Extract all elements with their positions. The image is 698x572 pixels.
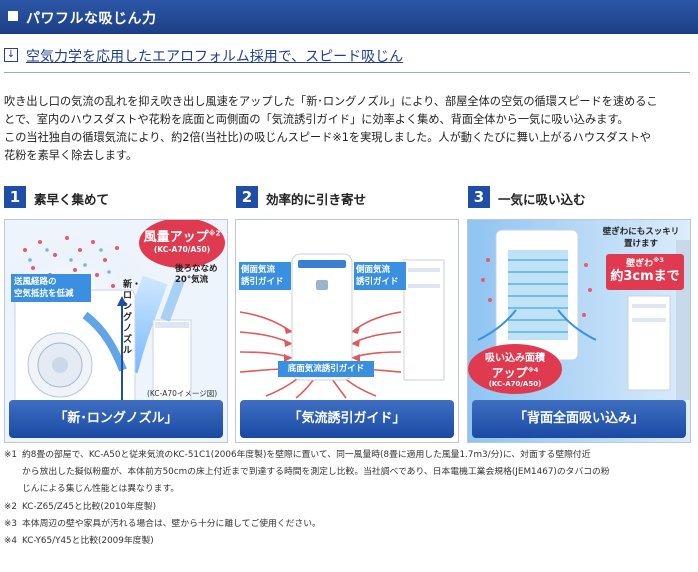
footnote-key: ※2: [4, 501, 17, 512]
caption-back-intake: 「背面全面吸い込み」: [472, 400, 686, 438]
purifier-side-view: [152, 278, 192, 416]
wall-gap-callout: 壁ぎわ※3 約3cmまで: [606, 254, 684, 290]
feature-subheading: ↓ 空気力学を応用したエアロフォルム採用で、スピード吸じん: [4, 46, 690, 73]
caption-long-nozzle: 「新･ロングノズル」: [9, 400, 223, 438]
intake-particles: [481, 258, 592, 317]
intake-badge-subtitle: アップ※4: [491, 366, 539, 380]
feature-subheading-link[interactable]: 空気力学を応用したエアロフォルム採用で、スピード吸じん: [26, 49, 404, 65]
badge-title: 風量アップ※2: [143, 229, 221, 245]
section-header: パワフルな吸じん力: [0, 0, 698, 34]
wall-gap-label: 壁ぎわ※3: [626, 256, 664, 269]
image-note: (KC-A70イメージ図): [147, 389, 218, 398]
intake-badge-footnote-mark: ※4: [527, 366, 539, 374]
description-line: とで、室内のハウスダストや花粉を底面と両側面の「気流誘引ガイド」に効率よく集め、…: [4, 113, 629, 126]
wall-note: 壁ぎわにもスッキリ 置けます: [602, 227, 680, 249]
bottom-guide-label: 底面気流誘引ガイド: [278, 361, 374, 377]
panel-airflow-guide: 側面気流 誘引ガイド 側面気流 誘引ガイド 底面気流誘引ガイド 「気流誘引ガイド…: [235, 219, 459, 443]
side-guide-right-label: 側面気流 誘引ガイド: [354, 262, 406, 290]
footnote-line: じんによる集じん性能とは異なります。: [22, 484, 180, 495]
footnote-3: ※3 本体周辺の壁や家具が汚れる場合は、壁から十分に離してご使用ください。: [4, 516, 694, 533]
footnote-line: 約8畳の部屋で、KC-A50と従来気流のKC-51C1(2006年度製)を壁際に…: [22, 450, 591, 460]
footnote-key: ※3: [4, 518, 17, 529]
arrow-down-icon: ↓: [4, 48, 18, 62]
wall-gap-footnote-mark: ※3: [653, 256, 664, 264]
footnote-line: 本体周辺の壁や家具が汚れる場合は、壁から十分に離してご使用ください。: [22, 518, 321, 529]
panel-long-nozzle: 風量アップ※2 (KC-A70/A50) 後ろななめ 20°気流 送風経路の 空…: [4, 219, 228, 443]
badge-model: (KC-A70/A50): [153, 245, 211, 254]
footnote-line: から放出した擬似粉塵が、本体前方50cmの床上付近まで到達する時間を測定し比較。…: [22, 467, 610, 478]
footnote-2: ※2 KC-Z65/Z45と比較(2010年度製): [4, 499, 694, 516]
panel-back-intake: 壁ぎわにもスッキリ 置けます 壁ぎわ※3 約3cmまで 吸い込み面積 アップ※4…: [467, 219, 691, 443]
footnotes: ※1 約8畳の部屋で、KC-A50と従来気流のKC-51C1(2006年度製)を…: [4, 447, 694, 550]
purifier-cutaway: [14, 289, 136, 421]
wall-gap-distance: 約3cmまで: [610, 269, 680, 284]
side-guide-left-label: 側面気流 誘引ガイド: [239, 262, 291, 290]
description-line: この当社独自の循環気流により、約2倍(当社比)の吸じんスピード※1を実現しました…: [4, 131, 651, 144]
purifier-side-view: [403, 259, 445, 381]
footnote-line: KC-Z65/Z45と比較(2010年度製): [22, 501, 157, 512]
airflow-up-badge: 風量アップ※2 (KC-A70/A50): [139, 220, 225, 268]
step-number: 2: [236, 186, 258, 208]
purifier-back-view: [495, 229, 579, 361]
intake-arrows: [477, 309, 597, 341]
section-title: パワフルな吸じん力: [26, 11, 157, 27]
description-line: 吹き出し口の気流の乱れを抑え吹き出し風速をアップした「新･ロングノズル」により、…: [4, 95, 658, 108]
footnote-key: ※1: [4, 450, 17, 460]
step-label: 一気に吸い込む: [498, 192, 586, 207]
angle-note: 後ろななめ 20°気流: [175, 264, 218, 285]
footnote-key: ※4: [4, 536, 17, 547]
intake-badge-model: (KC-A70/A50): [488, 380, 542, 388]
step-number: 3: [468, 186, 490, 208]
footnote-4: ※4 KC-Y65/Y45と比較(2009年度製): [4, 533, 694, 550]
nozzle-note: 新・ロングノズル: [123, 280, 142, 356]
intake-area-badge: 吸い込み面積 アップ※4 (KC-A70/A50): [468, 344, 562, 394]
square-bullet-icon: [8, 11, 18, 21]
badge-footnote-mark: ※2: [208, 229, 221, 238]
step-label: 効率的に引き寄せ: [266, 192, 367, 207]
caption-airflow-guide: 「気流誘引ガイド」: [240, 400, 454, 438]
footnote-line: KC-Y65/Y45と比較(2009年度製): [22, 536, 154, 547]
feature-description: 吹き出し口の気流の乱れを抑え吹き出し風速をアップした「新･ロングノズル」により、…: [4, 93, 694, 165]
step-number: 1: [4, 186, 26, 208]
intake-badge-title: 吸い込み面積: [485, 353, 545, 364]
footnote-1: ※1 約8畳の部屋で、KC-A50と従来気流のKC-51C1(2006年度製)を…: [4, 447, 694, 499]
description-line: 花粉を素早く除去します。: [4, 149, 138, 162]
resistance-note: 送風経路の 空気抵抗を低減: [11, 274, 91, 302]
step-label: 素早く集めて: [34, 192, 110, 207]
